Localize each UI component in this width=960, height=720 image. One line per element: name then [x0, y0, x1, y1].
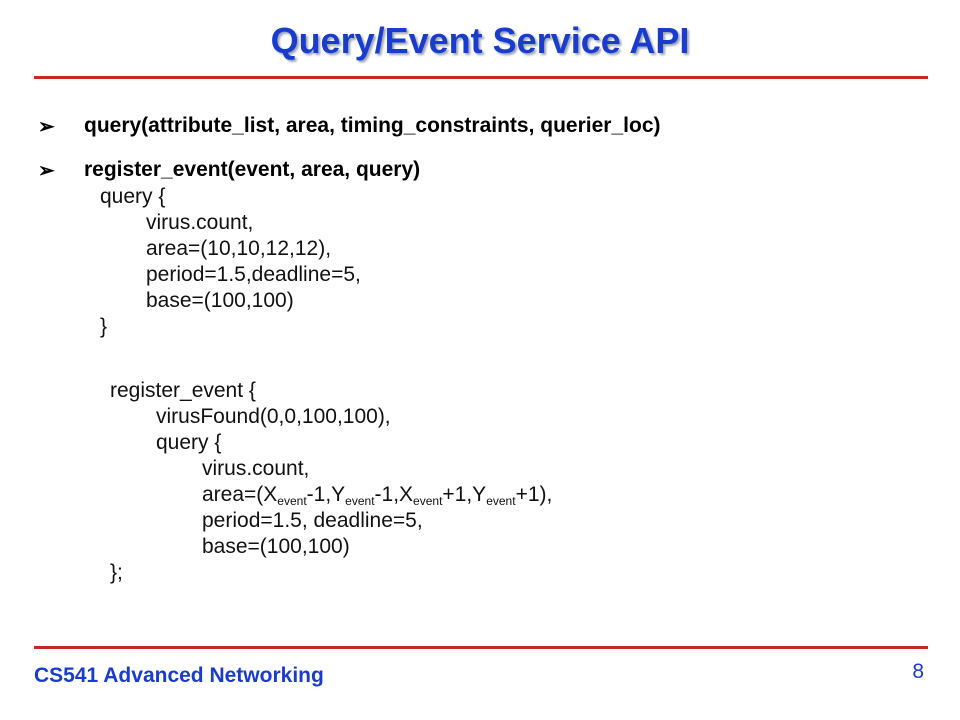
code-line-area: area=(Xevent-1,Yevent-1,Xevent+1,Yevent+…: [110, 482, 552, 508]
arrow-bullet-icon: ➢: [38, 159, 55, 182]
code-fragment: area=(X: [202, 483, 278, 506]
code-line: query {: [156, 431, 222, 454]
code-subscript: event: [486, 494, 516, 508]
arrow-bullet-icon: ➢: [38, 115, 55, 138]
bullet-item: ➢ query(attribute_list, area, timing_con…: [38, 104, 661, 148]
query-code-block: query { virus.count, area=(10,10,12,12),…: [100, 184, 361, 340]
code-fragment: +1,Y: [442, 483, 487, 506]
code-fragment: -1,Y: [306, 483, 346, 506]
slide-title: Query/Event Service API: [270, 20, 690, 61]
title-divider: [34, 76, 928, 79]
bullet-item: ➢ register_event(event, area, query): [38, 148, 661, 192]
code-line: base=(100,100): [202, 535, 350, 558]
code-line: period=1.5, deadline=5,: [202, 509, 423, 532]
code-subscript: event: [413, 494, 443, 508]
code-subscript: event: [277, 494, 307, 508]
bullet-text: query(attribute_list, area, timing_const…: [84, 114, 661, 137]
footer-course-name: CS541 Advanced Networking: [34, 664, 324, 687]
code-subscript: event: [345, 494, 375, 508]
code-line: virusFound(0,0,100,100),: [156, 405, 391, 428]
code-fragment: +1),: [515, 483, 553, 506]
code-line: query {: [100, 185, 166, 208]
bullet-text: register_event(event, area, query): [84, 158, 421, 181]
page-number: 8: [912, 660, 924, 683]
code-line: }: [100, 315, 108, 338]
code-line: virus.count,: [202, 457, 310, 480]
code-line: register_event {: [110, 379, 256, 402]
code-line: base=(100,100): [146, 289, 294, 312]
register-event-code-block: register_event { virusFound(0,0,100,100)…: [110, 378, 552, 586]
code-line: area=(10,10,12,12),: [146, 237, 332, 260]
footer-divider: [34, 646, 928, 649]
code-fragment: -1,X: [374, 483, 414, 506]
bullet-list: ➢ query(attribute_list, area, timing_con…: [38, 104, 661, 192]
code-line: virus.count,: [146, 211, 254, 234]
code-line: period=1.5,deadline=5,: [146, 263, 361, 286]
code-line: };: [110, 561, 123, 584]
